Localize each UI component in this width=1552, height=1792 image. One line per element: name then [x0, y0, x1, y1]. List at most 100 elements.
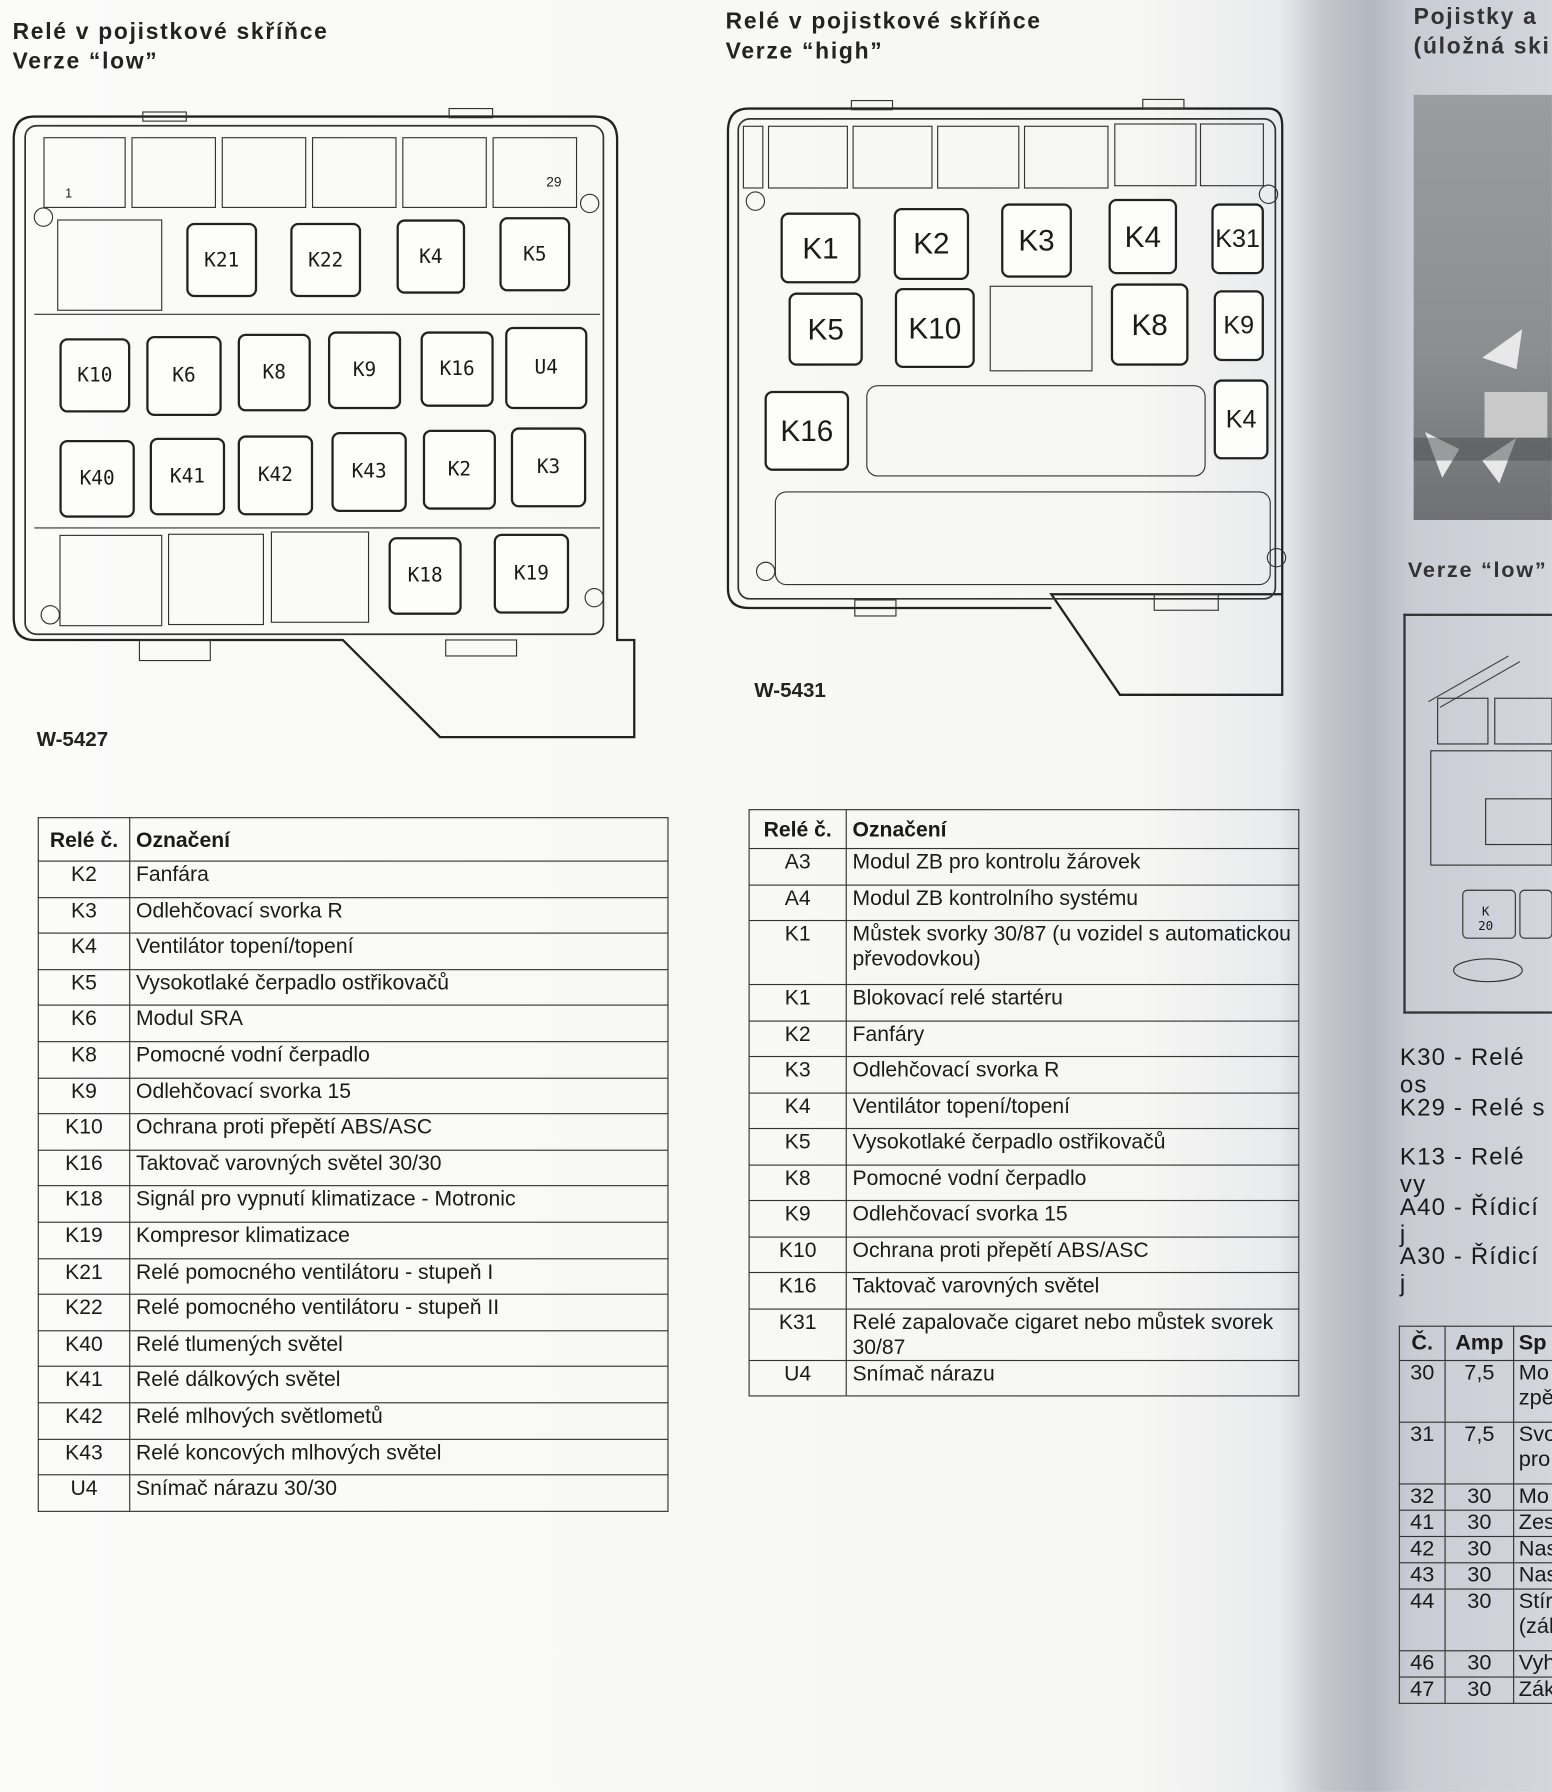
relay-slot: K22 [290, 222, 362, 298]
next-page-title: Pojistky a(úložná ski [1414, 2, 1551, 61]
relay-code-cell: 31 [1398, 1421, 1446, 1485]
cell: Relé dálkových světel [129, 1366, 669, 1404]
table-row: 317,5Svo pro [1398, 1421, 1552, 1485]
cell: 30 [1444, 1483, 1515, 1511]
relay-code-cell: K10 [748, 1235, 847, 1274]
fusebox-photo [1413, 94, 1552, 520]
relay-code-cell: K1 [748, 983, 847, 1022]
cell: 30 [1444, 1588, 1515, 1652]
cell: Mo [1513, 1483, 1552, 1511]
relay-code-cell: K9 [37, 1077, 131, 1115]
relay-slot: K5 [788, 292, 863, 366]
cell: Relé tlumených světel [129, 1329, 669, 1368]
title-line: Verze “high” [725, 38, 884, 64]
next-diagram-drawing [1428, 655, 1552, 983]
cell: 30 [1444, 1562, 1515, 1590]
cell: Relé zapalovače cigaret nebo můstek svor… [845, 1307, 1300, 1361]
cell: Odlehčovací svorka R [845, 1055, 1300, 1094]
relay-slot: K10 [59, 338, 131, 413]
relay-code-cell: 44 [1398, 1588, 1446, 1652]
column-header: Amp [1444, 1325, 1515, 1362]
cell: Zes [1513, 1509, 1552, 1538]
title-line: Relé v pojistkové skříňce [725, 9, 1042, 35]
relay-slot: K43 [331, 431, 407, 512]
cell: Relé koncových mlhových světel [129, 1438, 669, 1476]
relay-code-cell: 30 [1398, 1359, 1446, 1423]
component-list-item: K30 - Relé os [1399, 1044, 1525, 1099]
relay-slot: K1 [780, 212, 861, 284]
relay-code-cell: K19 [37, 1221, 131, 1259]
cell: Nas [1513, 1562, 1552, 1590]
table-row: 4330Nas [1398, 1562, 1552, 1590]
relay-slot: K4 [1213, 379, 1269, 460]
relay-code-cell: K22 [37, 1293, 131, 1332]
relay-slot: K31 [1211, 203, 1264, 275]
column-header: Označení [129, 817, 669, 862]
relay-code-cell: U4 [748, 1359, 847, 1397]
next-diagram: K 20 [1403, 613, 1552, 1014]
relay-code-cell: K31 [748, 1307, 847, 1361]
cell: 30 [1444, 1650, 1515, 1678]
relay-code-cell: 42 [1398, 1535, 1446, 1564]
figure-code: W-5431 [754, 678, 826, 702]
relay-code-cell: K16 [37, 1149, 131, 1187]
cell: Modul SRA [129, 1004, 669, 1043]
relay-slot: K21 [186, 222, 258, 298]
relay-code-cell: K2 [748, 1019, 847, 1058]
cell: Vysokotlaké čerpadlo ostřikovačů [845, 1127, 1300, 1166]
cell: Fanfáry [845, 1019, 1300, 1058]
fuse-number-first: 1 [65, 187, 73, 202]
cell: Modul ZB kontrolního systému [845, 883, 1300, 922]
figure-code: W-5427 [36, 727, 109, 751]
relay-slot: K9 [327, 331, 402, 410]
relay-code-cell: K5 [748, 1127, 847, 1166]
next-version-label: Verze “low” [1407, 558, 1548, 583]
relay-code-cell: K40 [37, 1329, 131, 1368]
cell: Signál pro vypnutí klimatizace - Motroni… [129, 1185, 669, 1223]
cell: Relé mlhových světlometů [129, 1402, 669, 1440]
relay-slot: K3 [1001, 203, 1072, 278]
cell: 7,5 [1444, 1359, 1515, 1423]
relay-code-cell: 47 [1398, 1676, 1446, 1704]
component-list-item: A30 - Řídicí j [1399, 1243, 1540, 1298]
cell: Taktovač varovných světel 30/30 [129, 1149, 669, 1187]
relay-code-cell: K3 [37, 896, 131, 934]
cell: Mo zpě [1513, 1359, 1552, 1423]
relay-slot: K42 [237, 435, 314, 516]
cell: Kompresor klimatizace [129, 1221, 669, 1259]
cell: Vyh [1513, 1650, 1552, 1678]
column-header: Č. [1398, 1325, 1446, 1362]
cell: Odlehčovací svorka 15 [129, 1077, 669, 1115]
cell: Odlehčovací svorka R [129, 896, 669, 934]
relay-slot: K40 [59, 439, 135, 518]
relay-code-cell: K4 [748, 1091, 847, 1130]
cell: Relé pomocného ventilátoru - stupeň I [129, 1257, 669, 1295]
table-row: 4230Nas [1398, 1535, 1552, 1564]
cell: 7,5 [1444, 1421, 1515, 1485]
cell: Ochrana proti přepětí ABS/ASC [845, 1235, 1300, 1274]
cell: Fanfára [129, 860, 669, 898]
relay-slot: K19 [493, 533, 570, 614]
relay-code-cell: 32 [1398, 1483, 1446, 1511]
